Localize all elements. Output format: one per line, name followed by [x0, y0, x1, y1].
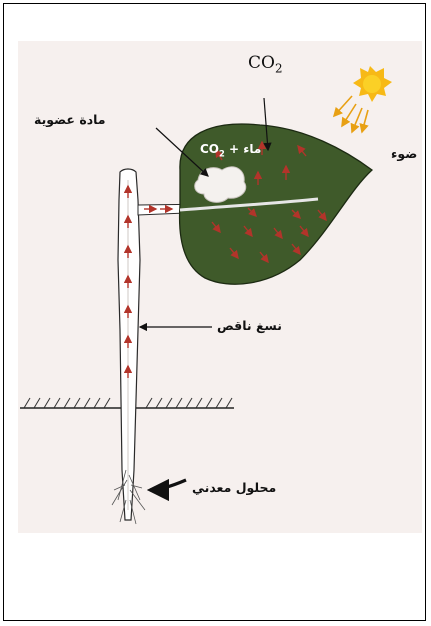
- light-rays: [334, 96, 368, 132]
- co2-top-label: CO2: [248, 53, 283, 75]
- mineral-solution-pointer: [150, 480, 186, 490]
- xylem-label: نسغ ناقص: [217, 318, 282, 333]
- mineral-solution-label: محلول معدني: [192, 480, 276, 495]
- organic-matter-label: مادة عضوية: [34, 112, 106, 127]
- leaf-formula-label: ماء + CO2: [200, 142, 261, 158]
- sun-icon: [353, 66, 392, 102]
- light-label: ضوء: [391, 146, 417, 161]
- stem: [118, 169, 140, 520]
